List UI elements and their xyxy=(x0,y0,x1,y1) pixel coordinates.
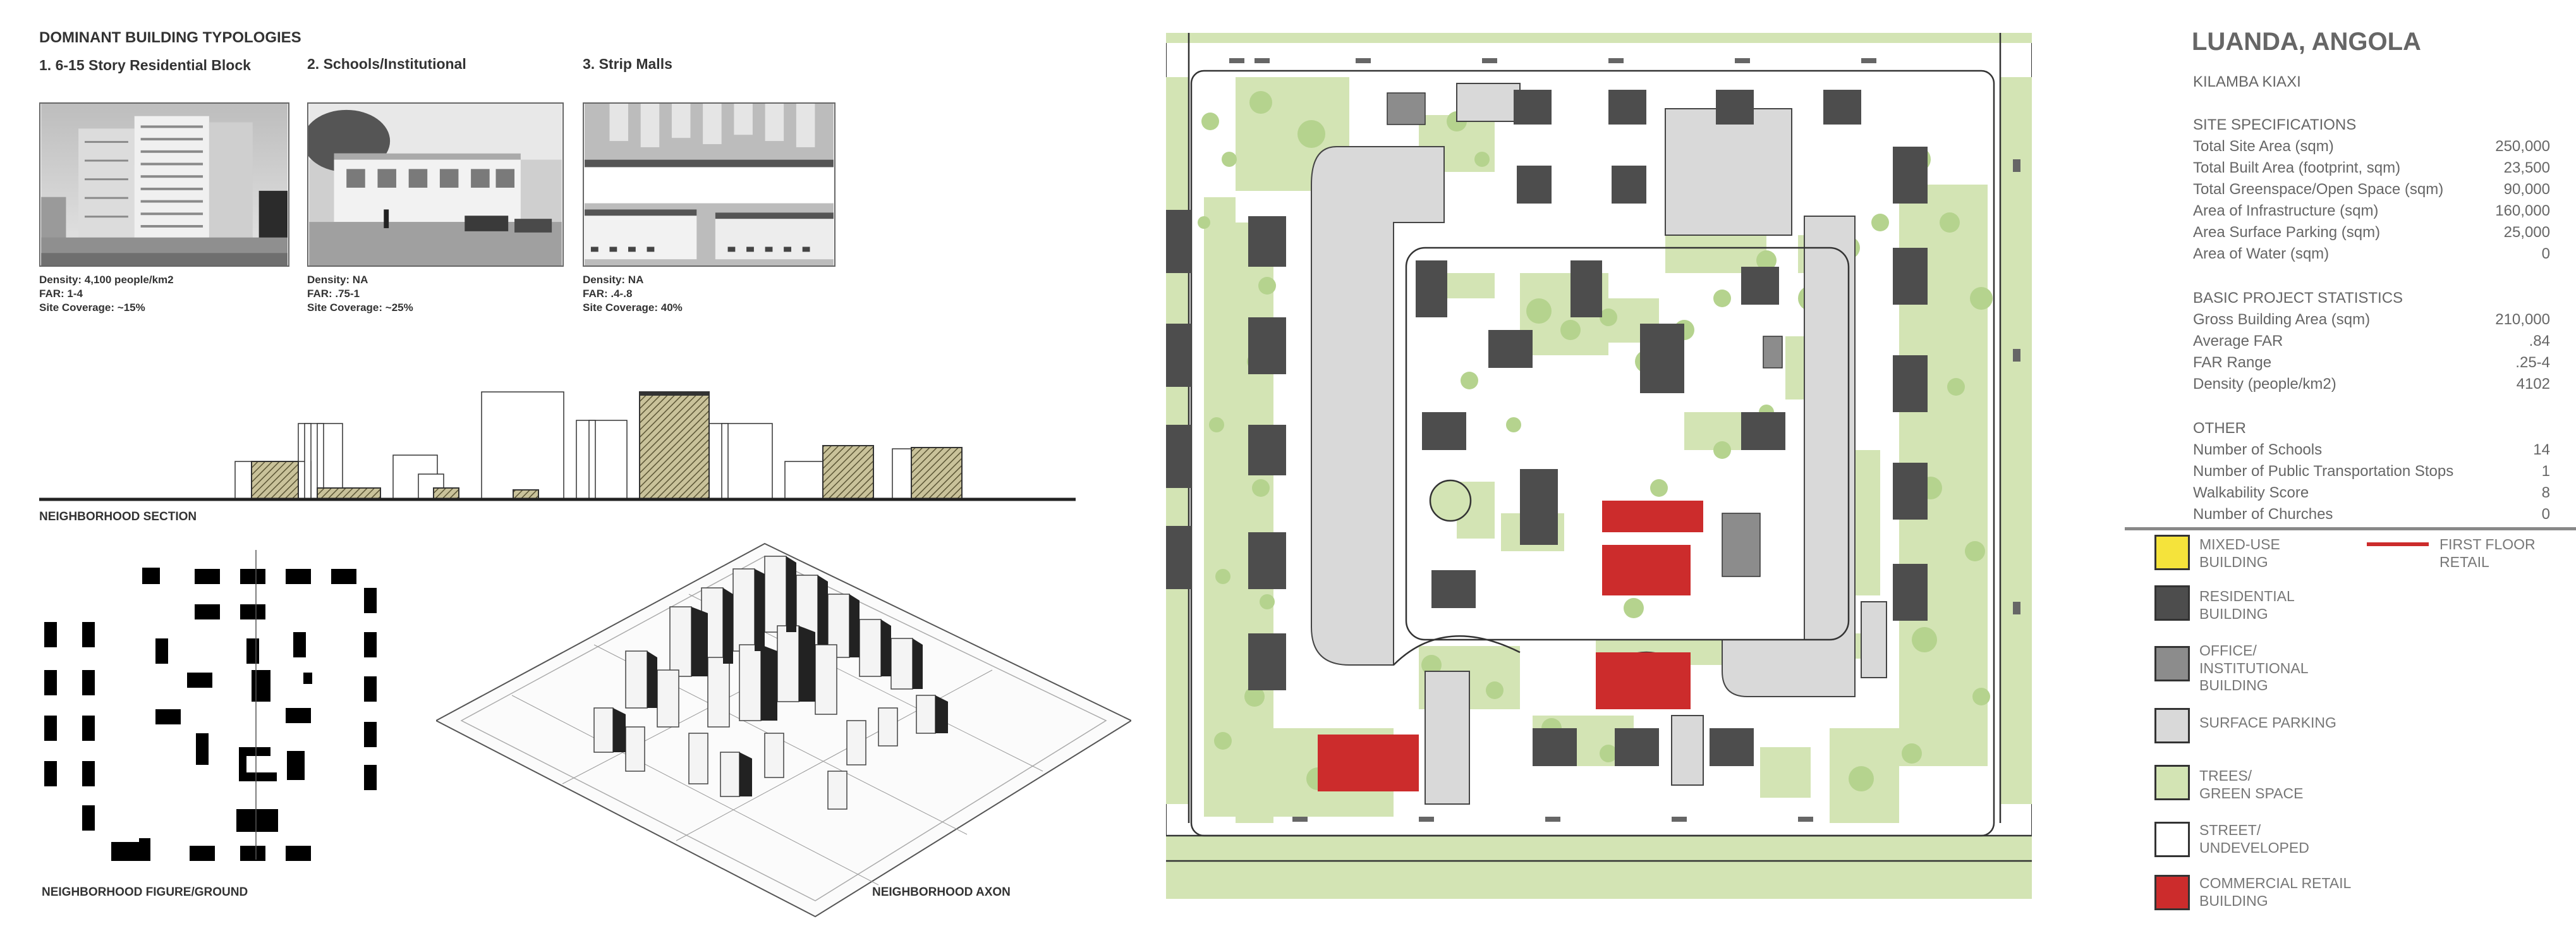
location-title: LUANDA, ANGOLA xyxy=(2192,28,2421,56)
typology-title-residential: 1. 6-15 Story Residential Block xyxy=(39,57,251,73)
typology-title-schools: 2. Schools/Institutional xyxy=(307,56,466,72)
neighborhood-section-drawing xyxy=(39,391,1076,501)
legend-swatch-parking xyxy=(2154,708,2190,743)
legend-divider xyxy=(2125,527,2576,530)
legend-swatch-residential xyxy=(2154,585,2190,621)
project-stats-heading: BASIC PROJECT STATISTICS xyxy=(2193,290,2403,307)
far-text: FAR: 1-4 xyxy=(39,288,83,300)
far-text: FAR: .75-1 xyxy=(307,288,360,300)
residential-block-photo xyxy=(39,102,289,267)
axon-caption: NEIGHBORHOOD AXON xyxy=(872,886,1011,899)
coverage-text: Site Coverage: ~15% xyxy=(39,302,145,314)
legend-label-parking: SURFACE PARKING xyxy=(2199,714,2336,731)
legend-label-green-space: TREES/GREEN SPACE xyxy=(2199,767,2304,802)
legend-swatch-street xyxy=(2154,822,2190,857)
site-plan-map xyxy=(1166,33,2032,899)
legend-retail-line xyxy=(2367,542,2429,546)
far-text: FAR: .4-.8 xyxy=(583,288,633,300)
legend-label-street: STREET/UNDEVELOPED xyxy=(2199,822,2309,856)
legend-swatch-institutional xyxy=(2154,646,2190,681)
section-caption: NEIGHBORHOOD SECTION xyxy=(39,510,197,523)
figure-ground-caption: NEIGHBORHOOD FIGURE/GROUND xyxy=(42,886,248,899)
typologies-heading: DOMINANT BUILDING TYPOLOGIES xyxy=(39,29,301,46)
density-text: Density: NA xyxy=(307,274,368,286)
site-specs-heading: SITE SPECIFICATIONS xyxy=(2193,116,2357,133)
other-heading: OTHER xyxy=(2193,420,2246,437)
coverage-text: Site Coverage: ~25% xyxy=(307,302,413,314)
neighborhood-axon-drawing xyxy=(436,542,1131,918)
coverage-text: Site Coverage: 40% xyxy=(583,302,683,314)
density-text: Density: NA xyxy=(583,274,644,286)
density-text: Density: 4,100 people/km2 xyxy=(39,274,174,286)
typology-stats-strip-malls: Density: NA FAR: .4-.8 Site Coverage: 40… xyxy=(583,273,683,315)
typology-stats-schools: Density: NA FAR: .75-1 Site Coverage: ~2… xyxy=(307,273,413,315)
typology-title-strip-malls: 3. Strip Malls xyxy=(583,56,672,72)
location-subtitle: KILAMBA KIAXI xyxy=(2193,73,2301,90)
legend-swatch-green-space xyxy=(2154,765,2190,800)
typology-stats-residential: Density: 4,100 people/km2 FAR: 1-4 Site … xyxy=(39,273,174,315)
legend-swatch-commercial-retail xyxy=(2154,875,2190,910)
school-photo xyxy=(307,102,564,267)
strip-mall-photo xyxy=(583,102,835,267)
legend-swatch-mixed-use xyxy=(2154,535,2190,570)
figure-ground-drawing xyxy=(44,550,377,861)
